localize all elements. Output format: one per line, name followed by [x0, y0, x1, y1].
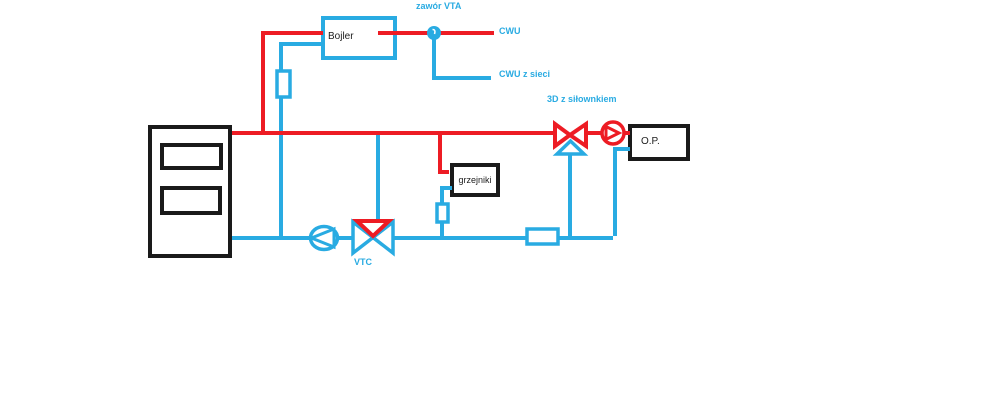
radiators-box: [450, 163, 500, 197]
vta-valve-icon: [427, 26, 441, 40]
op-label: O.P.: [641, 136, 660, 147]
cwu-mains-line: [432, 38, 491, 80]
three-way-valve-label: 3D z siłownkiem: [547, 94, 617, 104]
radiators-label: grzejniki: [458, 175, 492, 185]
vta-valve-label: zawór VTA: [416, 1, 462, 11]
three-way-valve-bottom-port: [552, 138, 589, 156]
return-line-filter-icon: [525, 227, 560, 246]
op-return-line: [613, 147, 630, 236]
circulation-pump-icon: [307, 224, 340, 252]
three-way-valve-icon: [552, 120, 589, 156]
boiler-box: [321, 16, 397, 60]
radiators-supply-line: [438, 131, 449, 174]
cwu-mains-label: CWU z sieci: [499, 69, 551, 79]
cwu-label: CWU: [499, 26, 521, 36]
boiler-label: Bojler: [328, 31, 354, 42]
supply-lines: [232, 31, 630, 174]
op-box: [628, 124, 690, 161]
vtc-valve-top-port: [351, 219, 395, 239]
vtc-valve-label: VTC: [354, 257, 372, 267]
radiators-return-valve-icon: [435, 202, 450, 224]
vtc-valve-icon: [351, 218, 395, 257]
boiler-return-line: [279, 42, 323, 238]
furnace-box: [148, 125, 232, 258]
boiler-feed-line: [261, 31, 323, 135]
furnace-door-lower: [160, 186, 222, 215]
boiler-return-filter-icon: [275, 69, 292, 99]
op-pump-icon: [600, 120, 626, 146]
furnace-door-upper: [160, 143, 223, 170]
return-lines: [232, 38, 630, 240]
